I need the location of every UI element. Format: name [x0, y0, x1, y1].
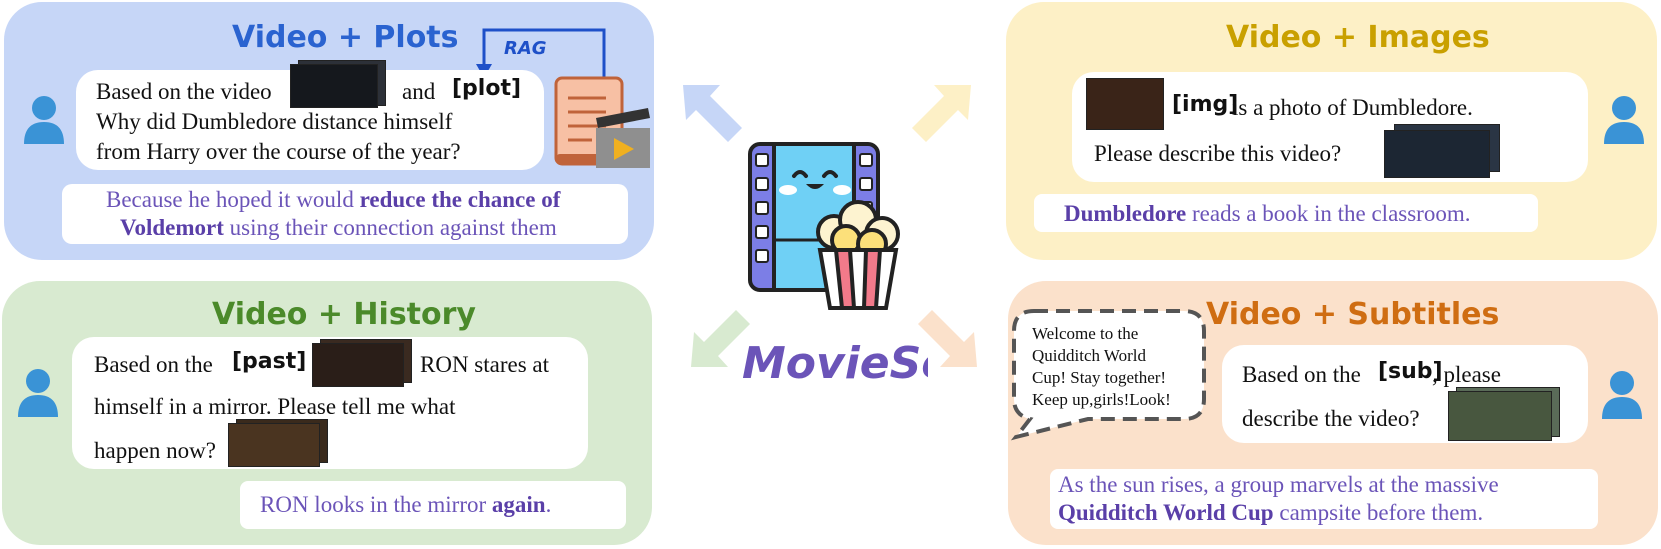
subtitles-answer-line2-bold: Quidditch World Cup [1058, 500, 1274, 525]
plots-answer-line2: Voldemort using their connection against… [120, 216, 557, 239]
history-answer-bold: again [491, 492, 546, 517]
rag-label: RAG [504, 38, 547, 59]
plots-panel: Video + Plots RAG Based on the video and… [4, 2, 654, 260]
video-thumbnail [1448, 387, 1560, 441]
subtitle-speech-bubble-icon [1010, 309, 1206, 441]
images-q-line1-rest: is a photo of Dumbledore. [1232, 95, 1473, 120]
history-question-bubble: Based on the [past] RON stares at himsel… [72, 337, 588, 469]
images-answer-text: reads a book in the classroom. [1186, 201, 1471, 226]
plots-answer-line1-bold: reduce the chance of [359, 187, 561, 212]
script-clapper-icon [554, 76, 650, 168]
plots-q-line2: Why did Dumbledore distance himself [96, 109, 453, 134]
subtitles-q-line1-rest: , please [1432, 362, 1501, 387]
plots-answer-line1-text: Because he hoped it would [106, 187, 360, 212]
history-answer-period: . [545, 492, 552, 517]
plots-q-line3: from Harry over the course of the year? [96, 139, 461, 164]
plots-q-line1-mid: and [402, 79, 436, 104]
plots-answer-line2-text: using their connection against them [223, 215, 557, 240]
plots-q-line1-pre: Based on the video [96, 79, 272, 104]
subtitles-sub-tag: [sub] [1378, 359, 1443, 384]
arrow-to-images [912, 85, 971, 142]
user-icon [18, 369, 58, 417]
subtitle-line1: Welcome to the [1032, 324, 1139, 343]
subtitles-answer-line1: As the sun rises, a group marvels at the… [1058, 472, 1499, 497]
history-title: Video + History [212, 297, 476, 332]
history-answer-text: RON looks in the mirror [260, 492, 492, 517]
plots-plot-tag: [plot] [452, 76, 522, 101]
subtitles-q-line2: describe the video? [1242, 406, 1420, 431]
images-answer-bubble: Dumbledore reads a book in the classroom… [1034, 194, 1538, 232]
subtitles-panel: Video + Subtitles Welcome to the Quiddit… [1008, 281, 1658, 545]
images-panel: Video + Images [img] is a photo of Dumbl… [1006, 2, 1657, 260]
images-q-line2: Please describe this video? [1094, 141, 1342, 166]
plots-title: Video + Plots [232, 20, 459, 55]
plots-answer-bubble: Because he hoped it would reduce the cha… [62, 184, 628, 244]
subtitle-line2: Quidditch World [1032, 346, 1147, 365]
subtitles-answer-bubble: As the sun rises, a group marvels at the… [1050, 469, 1598, 529]
arrow-to-history [691, 310, 750, 367]
user-icon [1602, 371, 1642, 419]
user-icon [24, 96, 64, 144]
dumbledore-photo [1086, 78, 1164, 130]
arrow-to-plots [683, 85, 742, 142]
past-video-thumbnail [312, 339, 412, 387]
history-q-line1-rest: RON stares at [420, 352, 550, 377]
arrow-to-subtitles [918, 310, 977, 367]
movieseq-logo-icon [748, 142, 900, 310]
plots-answer-line2-bold: Voldemort [120, 215, 224, 240]
history-q-line2: himself in a mirror. Please tell me what [94, 394, 456, 419]
user-icon [1604, 96, 1644, 144]
history-q-line1-pre: Based on the [94, 352, 213, 377]
movieseq-wordmark: MovieSeq [742, 338, 928, 389]
subtitles-q-line1-pre: Based on the [1242, 362, 1361, 387]
images-img-tag: [img] [1172, 92, 1239, 117]
history-q-line3: happen now? [94, 438, 216, 463]
video-thumbnail [228, 419, 328, 467]
plots-question-bubble: Based on the video and [plot] Why did Du… [76, 60, 544, 170]
history-answer: RON looks in the mirror again. [260, 493, 551, 516]
images-answer-bold: Dumbledore [1064, 201, 1187, 226]
history-panel: Video + History Based on the [past] RON … [2, 281, 652, 545]
subtitles-answer-line2: Quidditch World Cup campsite before them… [1058, 501, 1483, 524]
history-past-tag: [past] [232, 349, 307, 374]
subtitles-question-bubble: Based on the [sub] , please describe the… [1222, 345, 1588, 443]
subtitle-line4: Keep up,girls!Look! [1032, 390, 1171, 409]
history-answer-bubble: RON looks in the mirror again. [240, 481, 626, 529]
video-thumbnail [1384, 124, 1502, 178]
logo-text: MovieSeq [742, 338, 928, 389]
images-title: Video + Images [1226, 20, 1490, 55]
subtitle-line3: Cup! Stay together! [1032, 368, 1167, 387]
subtitles-title: Video + Subtitles [1206, 297, 1500, 332]
plots-answer-line1: Because he hoped it would reduce the cha… [106, 188, 560, 211]
subtitles-answer-line2-text: campsite before them. [1273, 500, 1484, 525]
images-answer: Dumbledore reads a book in the classroom… [1064, 202, 1470, 225]
images-question-bubble: [img] is a photo of Dumbledore. Please d… [1072, 72, 1588, 182]
video-thumbnail [290, 60, 386, 108]
